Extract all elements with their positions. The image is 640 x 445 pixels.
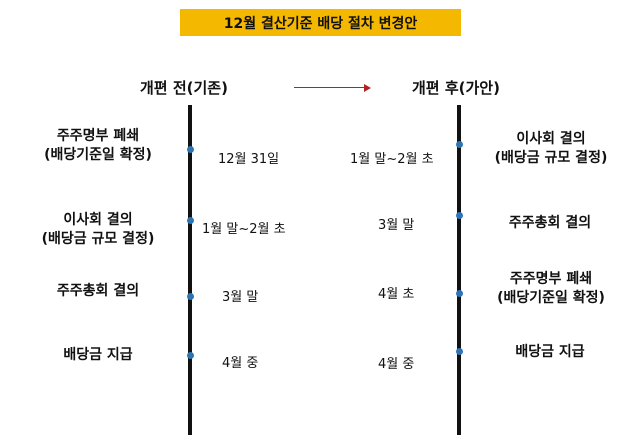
right-step-1-date: 1월 말~2월 초 xyxy=(350,152,434,167)
right-step-3-label-line2: (배당기준일 확정) xyxy=(497,290,605,306)
left-step-2-label-line2: (배당금 규모 결정) xyxy=(41,231,155,247)
left-step-2-label: 이사회 결의 (배당금 규모 결정) xyxy=(18,211,178,249)
left-step-1-date: 12월 31일 xyxy=(218,152,280,167)
right-step-4-label-line1: 배당금 지급 xyxy=(515,344,585,360)
right-step-4-label: 배당금 지급 xyxy=(470,343,630,362)
left-step-4-label-line1: 배당금 지급 xyxy=(63,347,133,363)
left-step-2-dot xyxy=(187,217,194,224)
left-step-4-dot xyxy=(187,352,194,359)
transition-arrow-line xyxy=(294,87,366,88)
diagram-title-text: 12월 결산기준 배당 절차 변경안 xyxy=(223,15,418,32)
left-step-3-label-line1: 주주총회 결의 xyxy=(56,283,140,299)
right-step-2-date: 3월 말 xyxy=(378,218,415,233)
left-step-3-label: 주주총회 결의 xyxy=(18,282,178,301)
left-step-2-label-line1: 이사회 결의 xyxy=(63,212,133,228)
left-timeline xyxy=(188,105,192,435)
right-step-2-dot xyxy=(456,212,463,219)
right-step-3-label-line1: 주주명부 폐쇄 xyxy=(509,271,593,287)
left-column-heading: 개편 전(기존) xyxy=(140,79,228,97)
right-step-3-dot xyxy=(456,290,463,297)
right-timeline xyxy=(457,105,461,435)
left-step-4-date: 4월 중 xyxy=(222,356,259,371)
right-step-4-date: 4월 중 xyxy=(378,357,415,372)
left-step-3-dot xyxy=(187,293,194,300)
left-step-1-label: 주주명부 폐쇄 (배당기준일 확정) xyxy=(18,127,178,165)
left-step-4-label: 배당금 지급 xyxy=(18,346,178,365)
right-step-1-dot xyxy=(456,141,463,148)
left-step-3-date: 3월 말 xyxy=(222,290,259,305)
right-step-3-label: 주주명부 폐쇄 (배당기준일 확정) xyxy=(466,270,636,308)
transition-arrow-head-icon xyxy=(364,84,371,92)
right-step-1-label-line2: (배당금 규모 결정) xyxy=(494,150,608,166)
right-step-4-dot xyxy=(456,348,463,355)
left-step-1-label-line1: 주주명부 폐쇄 xyxy=(56,128,140,144)
right-step-3-date: 4월 초 xyxy=(378,287,415,302)
left-step-1-label-line2: (배당기준일 확정) xyxy=(44,147,152,163)
left-step-2-date: 1월 말~2월 초 xyxy=(202,222,286,237)
right-step-1-label-line1: 이사회 결의 xyxy=(516,131,586,147)
right-step-2-label-line1: 주주총회 결의 xyxy=(508,215,592,231)
right-step-1-label: 이사회 결의 (배당금 규모 결정) xyxy=(466,130,636,168)
right-column-heading: 개편 후(가안) xyxy=(412,79,500,97)
right-step-2-label: 주주총회 결의 xyxy=(470,214,630,233)
left-step-1-dot xyxy=(187,146,194,153)
diagram-title: 12월 결산기준 배당 절차 변경안 xyxy=(180,9,461,36)
